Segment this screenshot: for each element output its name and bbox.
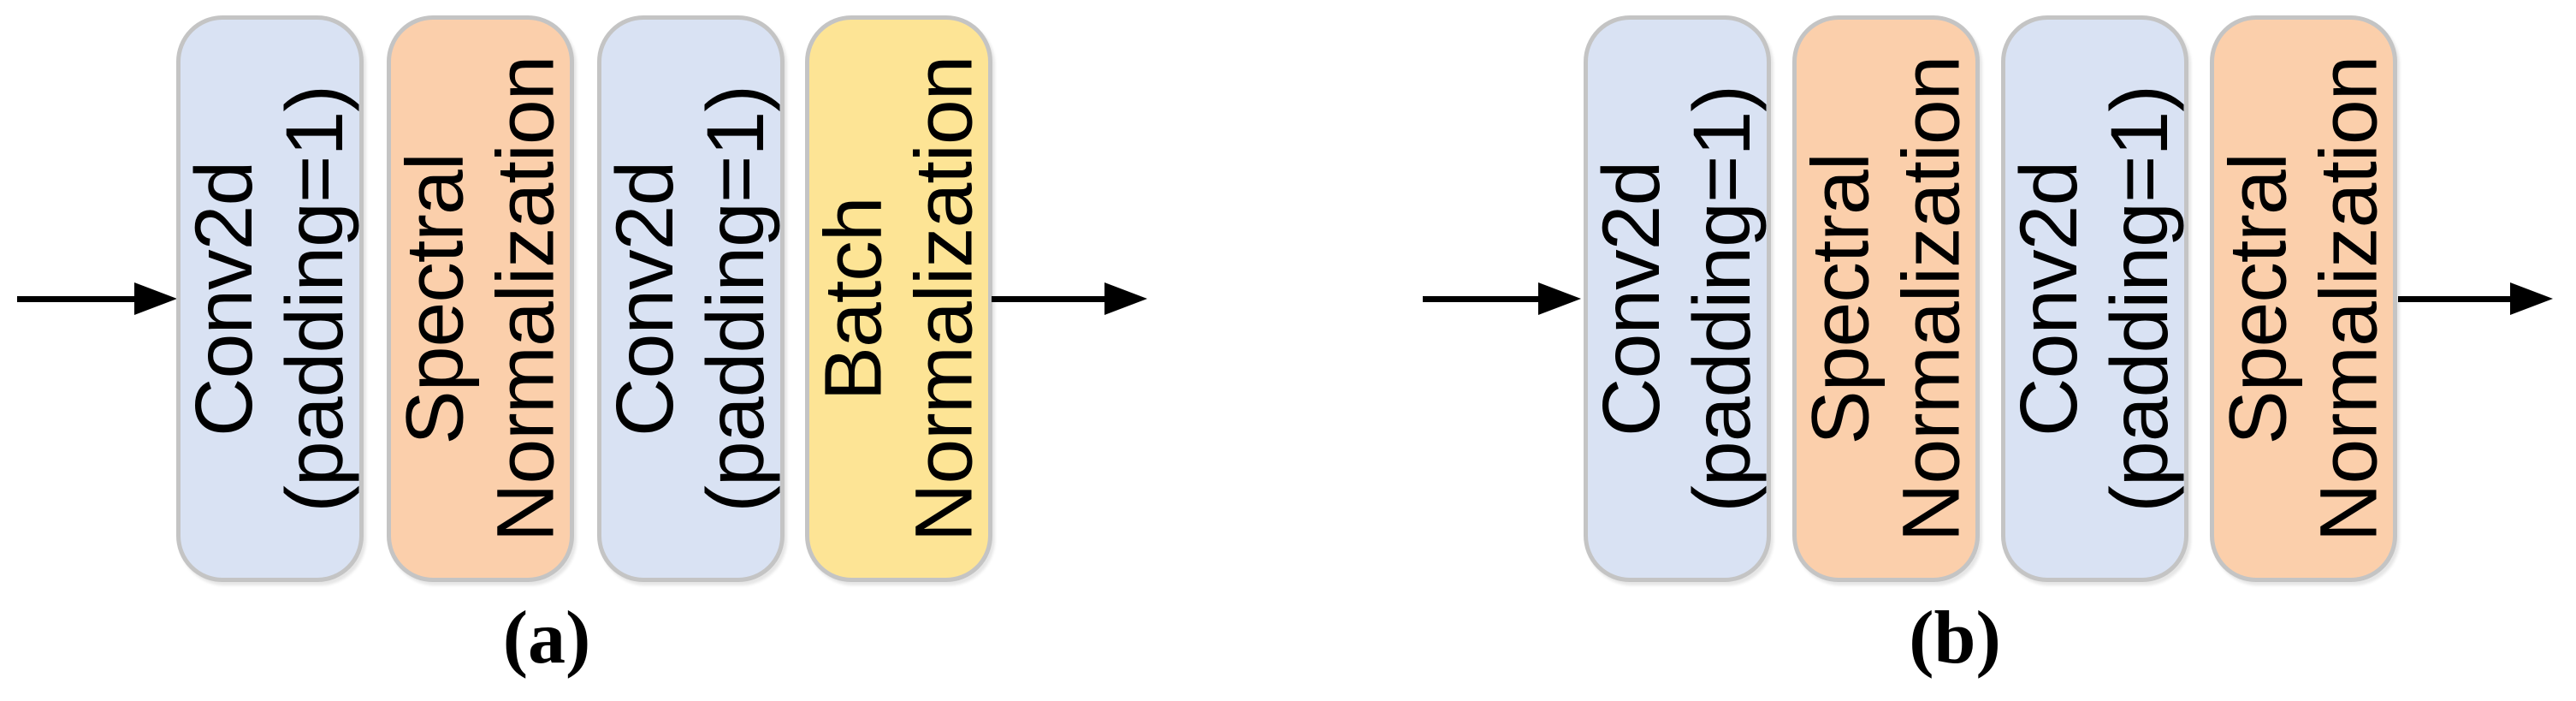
diagram-a-caption: (a) [502, 597, 591, 680]
block-spectral-norm-a: Spectral Normalization [387, 15, 574, 582]
block-batch-norm-a: Batch Normalization [805, 15, 992, 582]
block-spectral-norm-2-b: Spectral Normalization [2210, 15, 2397, 582]
block-conv2d-1-a: Conv2d (padding=1) [176, 15, 364, 582]
block-label: Batch Normalization [808, 56, 990, 542]
block-conv2d-1-b: Conv2d (padding=1) [1584, 15, 1771, 582]
arrow-shaft [2398, 296, 2513, 302]
block-label: Conv2d (padding=1) [2004, 85, 2186, 513]
arrow-head-icon [2510, 282, 2553, 315]
block-label: Conv2d (padding=1) [1586, 85, 1768, 513]
arrow-shaft [1423, 296, 1541, 302]
block-label: Conv2d (padding=1) [179, 85, 361, 513]
diagram-b-caption: (b) [1909, 597, 2001, 680]
arrow-shaft [992, 296, 1107, 302]
block-label: Conv2d (padding=1) [600, 85, 782, 513]
arrow-head-icon [1104, 282, 1147, 315]
block-conv2d-2-a: Conv2d (padding=1) [597, 15, 785, 582]
arrow-head-icon [1538, 282, 1581, 315]
block-conv2d-2-b: Conv2d (padding=1) [2001, 15, 2188, 582]
block-label: Spectral Normalization [389, 56, 571, 542]
arrow-shaft [17, 296, 137, 302]
block-label: Spectral Normalization [1795, 56, 1977, 542]
block-spectral-norm-1-b: Spectral Normalization [1792, 15, 1980, 582]
arrow-head-icon [134, 282, 177, 315]
block-label: Spectral Normalization [2212, 56, 2395, 542]
